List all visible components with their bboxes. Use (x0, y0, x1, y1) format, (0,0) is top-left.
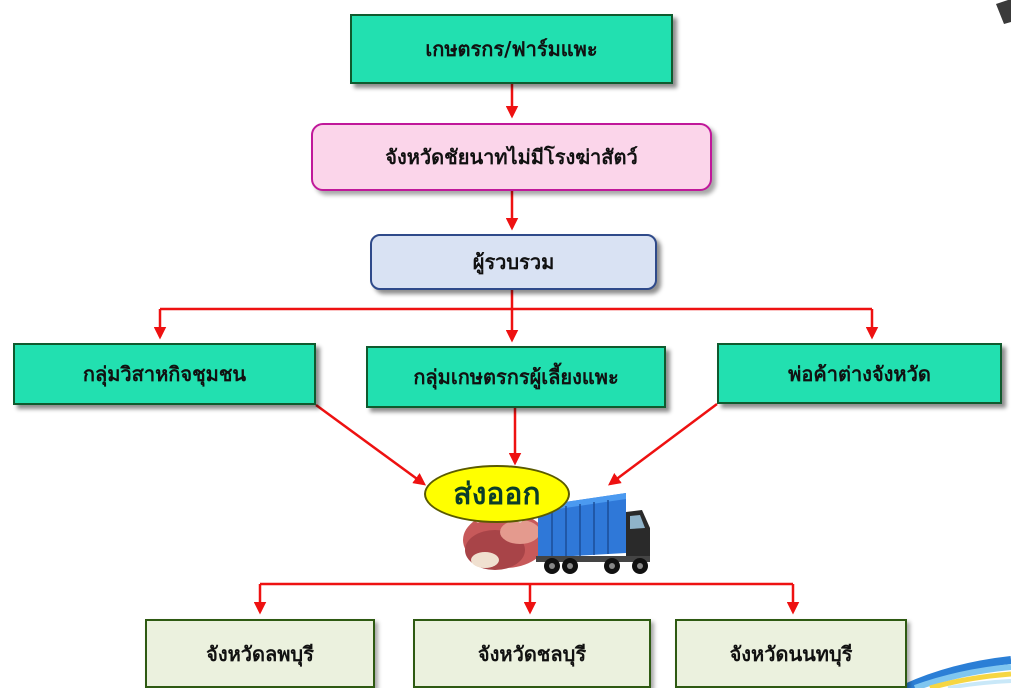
node-goat-farmer-group-label: กลุ่มเกษตรกรผู้เลี้ยงแพะ (413, 365, 619, 389)
node-provincial-traders-label: พ่อค้าต่างจังหวัด (788, 361, 931, 386)
node-community-enterprise-label: กลุ่มวิสาหกิจชุมชน (82, 362, 247, 386)
container-truck-icon (536, 493, 650, 574)
node-no-slaughterhouse-label: จังหวัดชัยนาทไม่มีโรงฆ่าสัตว์ (385, 145, 638, 169)
node-farmer: เกษตรกร/ฟาร์มแพะ (350, 14, 673, 84)
node-lopburi: จังหวัดลพบุรี (145, 619, 375, 688)
node-community-enterprise: กลุ่มวิสาหกิจชุมชน (13, 343, 316, 405)
node-no-slaughterhouse: จังหวัดชัยนาทไม่มีโรงฆ่าสัตว์ (311, 123, 712, 191)
node-chonburi: จังหวัดชลบุรี (413, 619, 651, 688)
node-nonthaburi: จังหวัดนนทบุรี (675, 619, 907, 688)
arrow-community-to-export (315, 403, 427, 486)
swoosh-decoration (903, 656, 1011, 688)
node-nonthaburi-label: จังหวัดนนทบุรี (729, 641, 853, 666)
corner-fragment-icon (996, 0, 1011, 24)
arrow-traders-to-export (607, 402, 718, 486)
node-lopburi-label: จังหวัดลพบุรี (206, 641, 314, 666)
node-farmer-label: เกษตรกร/ฟาร์มแพะ (425, 37, 598, 61)
node-provincial-traders: พ่อค้าต่างจังหวัด (717, 343, 1002, 404)
node-collector-label: ผู้รวบรวม (472, 250, 555, 274)
node-goat-farmer-group: กลุ่มเกษตรกรผู้เลี้ยงแพะ (366, 346, 666, 408)
node-collector: ผู้รวบรวม (370, 234, 657, 290)
node-export: ส่งออก (424, 465, 570, 523)
node-export-label: ส่งออก (453, 476, 541, 512)
node-chonburi-label: จังหวัดชลบุรี (477, 641, 587, 666)
